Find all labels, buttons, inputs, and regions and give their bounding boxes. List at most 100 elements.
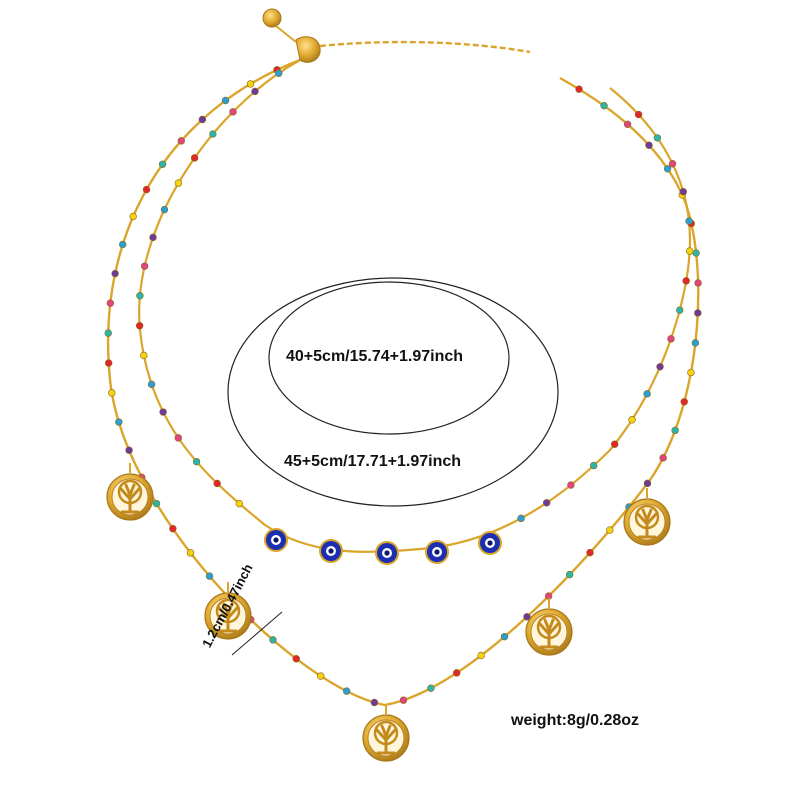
enamel-bead: [246, 80, 255, 88]
enamel-bead: [169, 524, 177, 533]
enamel-bead: [160, 205, 169, 214]
enamel-bead: [680, 398, 688, 406]
enamel-bead: [682, 277, 690, 285]
evil-eye-pupil: [384, 550, 390, 556]
enamel-bead: [205, 572, 214, 580]
enamel-bead: [399, 696, 408, 704]
enamel-bead: [104, 329, 112, 337]
enamel-bead: [125, 446, 133, 454]
enamel-bead: [108, 389, 116, 397]
enamel-bead: [590, 461, 598, 470]
enamel-bead: [158, 160, 167, 168]
enamel-bead: [152, 499, 161, 508]
ring-40cm-outline: [268, 281, 510, 435]
enamel-bead: [656, 363, 664, 371]
enamel-bead: [213, 479, 221, 488]
enamel-bead: [370, 698, 379, 707]
enamel-bead: [104, 359, 113, 367]
enamel-bead: [269, 636, 277, 644]
enamel-bead: [317, 672, 325, 680]
clasp-icon: [295, 36, 321, 63]
evil-eye-pupil: [273, 537, 279, 543]
evil-eye-pupil: [328, 548, 334, 554]
enamel-bead: [610, 440, 619, 448]
enamel-bead: [671, 426, 679, 435]
enamel-bead: [198, 115, 207, 124]
enamel-bead: [140, 262, 149, 270]
evil-eye-charm: [478, 531, 502, 555]
enamel-bead: [628, 416, 636, 424]
enamel-bead: [694, 309, 702, 317]
weight-label: weight:8g/0.28oz: [511, 712, 640, 729]
length-label-40cm: 40+5cm/15.74+1.97inch: [286, 348, 464, 365]
tree-canopy: [536, 614, 562, 640]
enamel-bead: [159, 408, 167, 416]
enamel-bead: [229, 108, 237, 116]
enamel-bead: [177, 137, 185, 145]
enamel-bead: [174, 434, 182, 442]
enamel-bead: [235, 499, 244, 508]
enamel-bead: [567, 481, 575, 489]
enamel-bead: [687, 368, 695, 377]
enamel-bead: [427, 684, 435, 692]
extender-chain: [319, 40, 531, 54]
enamel-bead: [192, 457, 201, 466]
enamel-bead: [136, 292, 144, 300]
enamel-bead: [174, 179, 183, 187]
enamel-bead: [477, 651, 485, 660]
tree-of-life-pendant: [204, 582, 252, 640]
enamel-bead: [575, 85, 583, 93]
enamel-bead: [251, 87, 259, 96]
enamel-bead: [645, 141, 653, 149]
tag-charm-icon: [262, 8, 282, 28]
enamel-bead: [209, 130, 217, 138]
enamel-bead: [600, 101, 608, 110]
enamel-bead: [106, 299, 115, 307]
enamel-bead: [147, 380, 156, 389]
enamel-bead: [606, 526, 614, 534]
enamel-bead: [663, 165, 672, 173]
enamel-bead: [692, 249, 700, 257]
inner-chain: [138, 59, 692, 553]
evil-eye-charm: [319, 539, 343, 563]
evil-eye-charm: [375, 541, 399, 565]
enamel-bead: [653, 134, 662, 142]
tree-of-life-pendant: [525, 598, 573, 656]
tree-of-life-pendant: [623, 488, 671, 546]
enamel-bead: [643, 390, 651, 398]
evil-eye-pupil: [434, 549, 440, 555]
enamel-bead: [453, 669, 461, 677]
enamel-bead: [115, 418, 123, 426]
enamel-bead: [676, 306, 684, 314]
enamel-bead: [523, 613, 531, 621]
enamel-bead: [342, 687, 351, 695]
enamel-bead: [186, 549, 195, 557]
enamel-bead: [634, 110, 643, 119]
tree-canopy: [373, 720, 399, 746]
tree-canopy: [117, 479, 143, 505]
enamel-bead: [140, 351, 148, 360]
beads-layer: [104, 66, 702, 707]
evil-eye-charm: [264, 528, 288, 552]
enamel-bead: [668, 160, 677, 168]
tree-of-life-pendant: [362, 704, 410, 762]
enamel-bead: [517, 514, 525, 523]
enamel-bead: [691, 339, 700, 347]
evil-eye-charms: [264, 528, 502, 565]
enamel-bead: [679, 188, 687, 196]
enamel-bead: [643, 479, 652, 488]
enamel-bead: [129, 212, 137, 221]
enamel-bead: [542, 499, 551, 507]
enamel-bead: [565, 570, 574, 579]
enamel-bead: [685, 247, 694, 255]
evil-eye-charm: [425, 540, 449, 564]
pendant-size-indicator: [231, 611, 283, 656]
enamel-bead: [500, 632, 509, 641]
enamel-bead: [659, 454, 667, 462]
enamel-bead: [586, 548, 594, 557]
ring-45cm-outline: [227, 277, 559, 507]
enamel-bead: [149, 233, 157, 242]
length-label-45cm: 45+5cm/17.71+1.97inch: [284, 453, 462, 470]
